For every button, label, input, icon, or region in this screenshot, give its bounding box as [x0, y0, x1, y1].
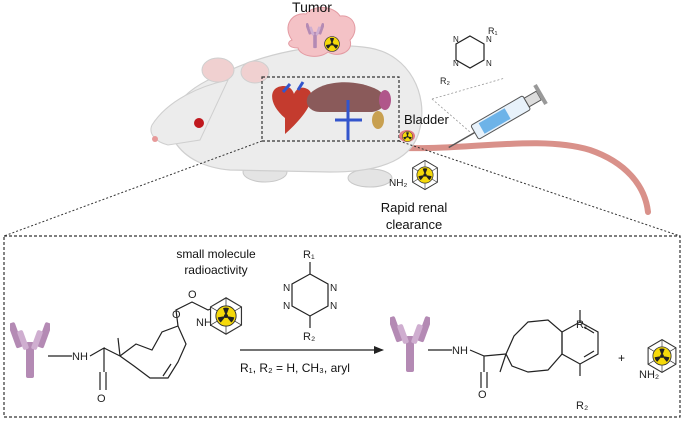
svg-text:N: N: [453, 35, 459, 44]
svg-text:NH: NH: [452, 345, 468, 357]
mouse-ear: [201, 57, 235, 83]
svg-text:N: N: [486, 59, 492, 68]
syringe-callout-line: [431, 98, 471, 133]
zoom-line-right: [398, 140, 681, 237]
svg-text:O: O: [172, 309, 181, 321]
svg-text:R₁: R₁: [576, 319, 588, 331]
heart-icon: [272, 81, 312, 134]
svg-text:N: N: [330, 283, 337, 294]
svg-text:O: O: [478, 389, 487, 401]
released-amine-label: NH₂: [639, 369, 659, 381]
clearance-label-line1: Rapid renal: [381, 200, 448, 215]
svg-text:R₂: R₂: [576, 400, 588, 412]
radioactive-cage-icon: [211, 298, 242, 334]
svg-text:N: N: [330, 301, 337, 312]
svg-text:N: N: [283, 283, 290, 294]
bladder-icon: [399, 130, 415, 142]
svg-text:O: O: [97, 393, 106, 405]
mouse-ear: [240, 60, 270, 84]
radioactive-cage-icon: [648, 340, 676, 373]
antibody-icon: [390, 315, 430, 372]
spleen-icon: [379, 90, 391, 110]
syringe-icon: [448, 83, 548, 149]
blood-vessel: [335, 100, 362, 140]
organ-inset-box: [261, 76, 400, 142]
antibody-product-conjugate: NH O R₁ R₂: [390, 310, 599, 412]
mouse-illustration: N N N N R₁ R₂ NH₂: [3, 7, 681, 237]
svg-text:R₁: R₁: [488, 26, 498, 36]
antibody-icon: [10, 321, 50, 378]
svg-text:N: N: [453, 59, 459, 68]
svg-text:N: N: [283, 301, 290, 312]
tumor-icon: [287, 7, 356, 57]
radioactive-cage-icon: [413, 160, 438, 189]
svg-text:O: O: [188, 289, 197, 301]
tetrazine-small-structure: N N N N R₁ R₂: [440, 26, 498, 86]
reaction-box: [3, 235, 681, 418]
mouse-foot: [347, 168, 393, 188]
svg-text:N: N: [486, 35, 492, 44]
antibody-tco-conjugate: NH O O O NH: [10, 289, 242, 405]
tetrazine-structure: R₁ R₂ N N N N: [283, 249, 337, 343]
plus-sign: +: [618, 351, 625, 365]
svg-text:R₁: R₁: [303, 249, 315, 261]
small-molecule-label-line1: small molecule: [176, 247, 256, 261]
svg-text:R₂: R₂: [440, 76, 450, 86]
reaction-conditions: R₁, R₂ = H, CH₃, aryl: [240, 361, 350, 375]
svg-text:NH: NH: [72, 351, 88, 363]
bladder-label: Bladder: [404, 112, 449, 127]
mouse-head: [150, 79, 229, 146]
reaction-arrow: [240, 346, 384, 354]
zoom-line-left: [3, 140, 263, 237]
tumor-label: Tumor: [292, 0, 332, 15]
mouse-tail: [401, 140, 651, 215]
svg-text:NH: NH: [196, 317, 212, 329]
clearance-label-line2: clearance: [386, 217, 442, 232]
mouse-eye: [194, 118, 204, 128]
syringe-callout-line: [431, 77, 506, 100]
amine-label: NH₂: [389, 178, 407, 189]
liver-icon: [306, 82, 386, 112]
svg-text:R₂: R₂: [303, 331, 315, 343]
mouse-nose: [152, 136, 158, 142]
small-molecule-label-line2: radioactivity: [184, 263, 247, 277]
kidney-icon: [372, 111, 384, 129]
